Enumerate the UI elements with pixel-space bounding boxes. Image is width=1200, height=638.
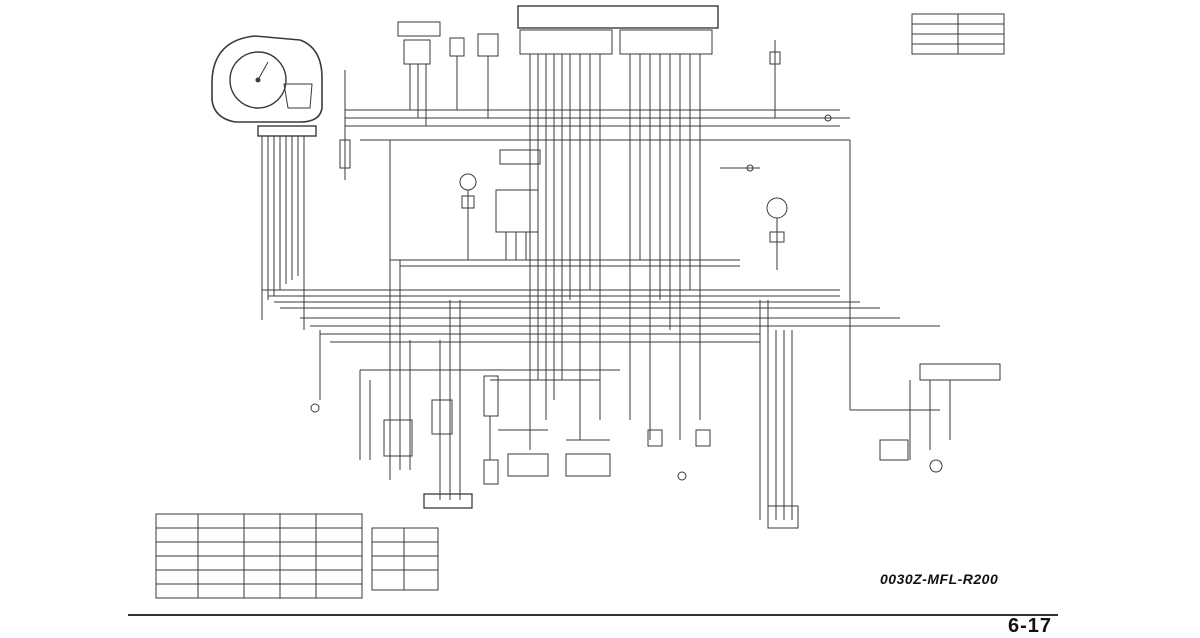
right-components	[720, 114, 1001, 529]
switch-continuity-tables	[155, 513, 439, 599]
top-connectors	[397, 5, 781, 450]
center-components	[459, 149, 711, 485]
combination-meter	[211, 35, 323, 330]
document-code: 0030Z-MFL-R200	[880, 571, 999, 587]
main-harness	[262, 109, 940, 411]
page-rule	[128, 614, 1058, 616]
page-number: 6-17	[1008, 615, 1053, 637]
left-switches	[310, 70, 473, 509]
color-code-table	[911, 13, 1005, 55]
